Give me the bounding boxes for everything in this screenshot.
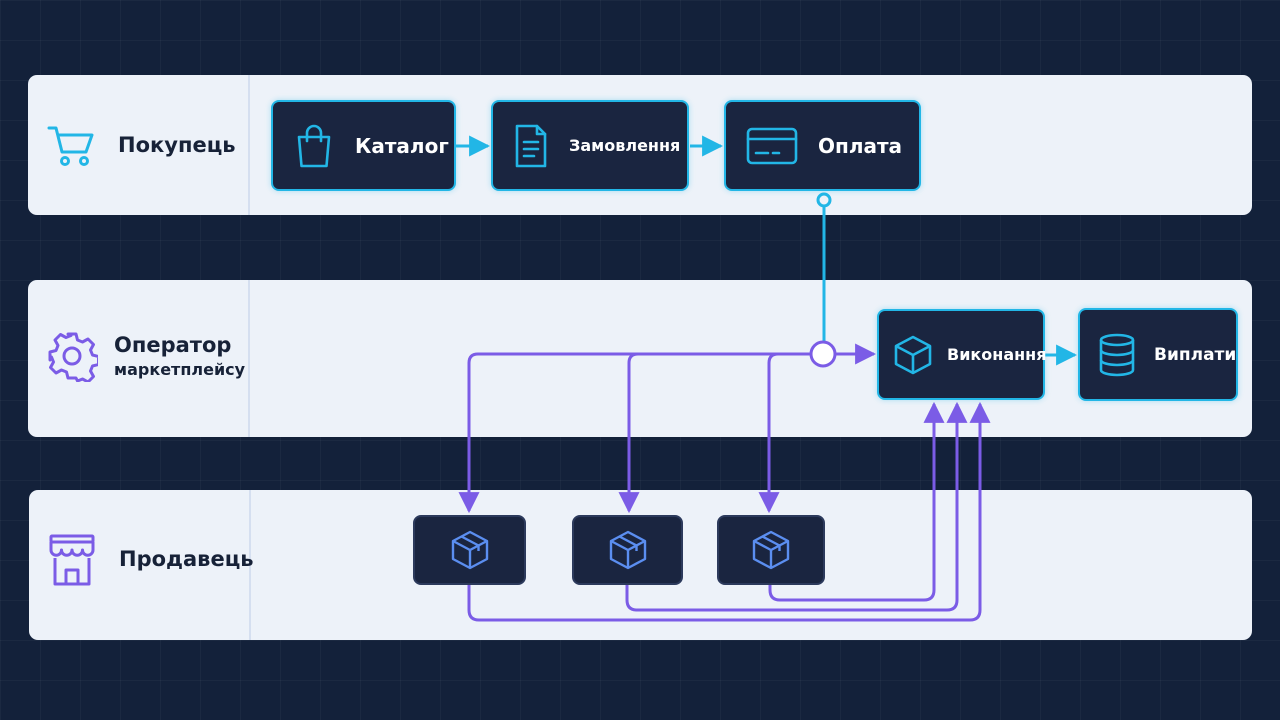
box-icon: [751, 529, 791, 571]
node-seller-box-2[interactable]: [572, 515, 683, 585]
arrow-seller-3-fulfillment: [768, 401, 945, 602]
node-payouts[interactable]: Виплати: [1078, 308, 1238, 401]
hub-node: [809, 340, 837, 368]
lane-divider: [248, 280, 250, 437]
gear-icon: [46, 330, 98, 382]
lane-label-operator: Оператор маркетплейсу: [46, 330, 245, 382]
node-payouts-label: Виплати: [1154, 344, 1237, 365]
node-fulfillment[interactable]: Виконання: [877, 309, 1047, 400]
node-seller-box-3[interactable]: [717, 515, 825, 585]
node-catalog-label: Каталог: [355, 133, 449, 158]
node-order[interactable]: Замовлення: [491, 100, 689, 191]
arrow-hub-seller-2: [618, 352, 810, 514]
node-order-label: Замовлення: [569, 136, 681, 155]
lane-label-line2: маркетплейсу: [114, 360, 246, 379]
storefront-icon: [47, 532, 97, 588]
node-catalog[interactable]: Каталог: [271, 100, 456, 191]
lane-operator: Оператор маркетплейсу: [28, 280, 1252, 437]
arrow-hub-seller-1: [458, 352, 810, 514]
box-icon: [608, 529, 648, 571]
node-payment[interactable]: Оплата: [724, 100, 921, 191]
lane-label-line1: Оператор: [114, 333, 232, 357]
document-icon: [493, 123, 569, 169]
lane-label-text: Оператор маркетплейсу: [114, 333, 245, 379]
database-icon: [1080, 332, 1154, 378]
shopping-bag-icon: [273, 123, 355, 169]
lane-divider: [248, 75, 250, 215]
lane-divider: [249, 490, 251, 640]
payment-port: [816, 192, 832, 208]
lane-label-text: Покупець: [118, 133, 236, 158]
box-icon: [450, 529, 490, 571]
lane-label-buyer: Покупець: [46, 123, 236, 169]
shopping-cart-icon: [46, 123, 98, 169]
node-seller-box-1[interactable]: [413, 515, 526, 585]
arrow-hub-seller-3: [758, 352, 810, 514]
arrow-seller-1-fulfillment: [467, 401, 991, 622]
arrow-seller-2-fulfillment: [625, 401, 968, 612]
lane-label-text: Продавець: [119, 547, 254, 572]
node-payment-label: Оплата: [818, 133, 903, 158]
box-icon: [879, 334, 947, 376]
credit-card-icon: [726, 126, 818, 166]
lane-label-seller: Продавець: [47, 532, 254, 588]
node-fulfillment-label: Виконання: [947, 345, 1047, 364]
